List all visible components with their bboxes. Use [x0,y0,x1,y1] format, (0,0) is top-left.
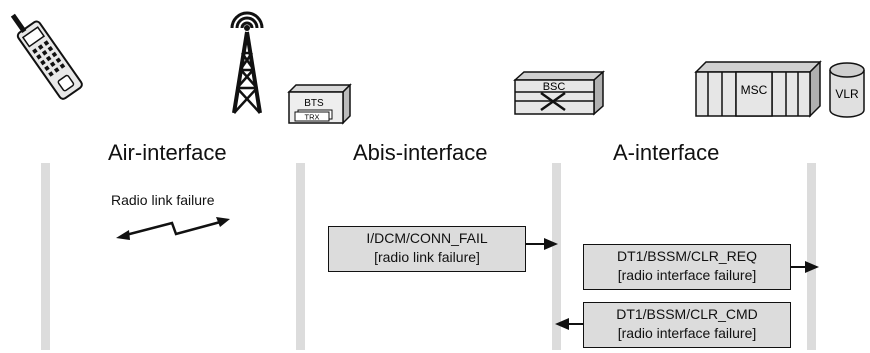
bsc-label: BSC [543,81,566,93]
message-clr-req-cause: [radio interface failure] [617,267,757,283]
lane-bsc [552,163,561,350]
bsc-box-icon: BSC [513,70,605,116]
bts-box-icon: BTS TRX [287,83,352,125]
msc-label: MSC [741,83,768,97]
lightning-arrow-icon [116,217,230,240]
message-clr-req-name: DT1/BSSM/CLR_REQ [616,248,758,264]
arrow-conn-fail [526,238,558,250]
arrow-clr-cmd [555,318,583,330]
vlr-database-icon: VLR [829,62,865,118]
radio-link-failure-label: Radio link failure [111,192,215,208]
message-clr-cmd: DT1/BSSM/CLR_CMD [radio interface failur… [583,302,791,348]
arrow-clr-req [791,261,819,273]
antenna-tower-icon [230,11,264,114]
bts-label: BTS [304,98,324,109]
lane-msc [807,163,816,350]
message-conn-fail-name: I/DCM/CONN_FAIL [366,230,488,246]
air-interface-label: Air-interface [108,140,227,165]
msc-rack-icon: MSC [694,60,822,118]
a-interface-label: A-interface [613,140,720,165]
mobile-phone-icon [10,13,83,100]
trx-label: TRX [305,113,320,122]
message-clr-cmd-cause: [radio interface failure] [617,325,757,341]
message-conn-fail: I/DCM/CONN_FAIL [radio link failure] [328,226,526,272]
vlr-label: VLR [835,87,859,101]
abis-interface-label: Abis-interface [353,140,488,165]
message-conn-fail-cause: [radio link failure] [374,249,480,265]
lane-ms [41,163,50,350]
message-clr-cmd-name: DT1/BSSM/CLR_CMD [616,306,758,322]
lane-bts [296,163,305,350]
message-clr-req: DT1/BSSM/CLR_REQ [radio interface failur… [583,244,791,290]
